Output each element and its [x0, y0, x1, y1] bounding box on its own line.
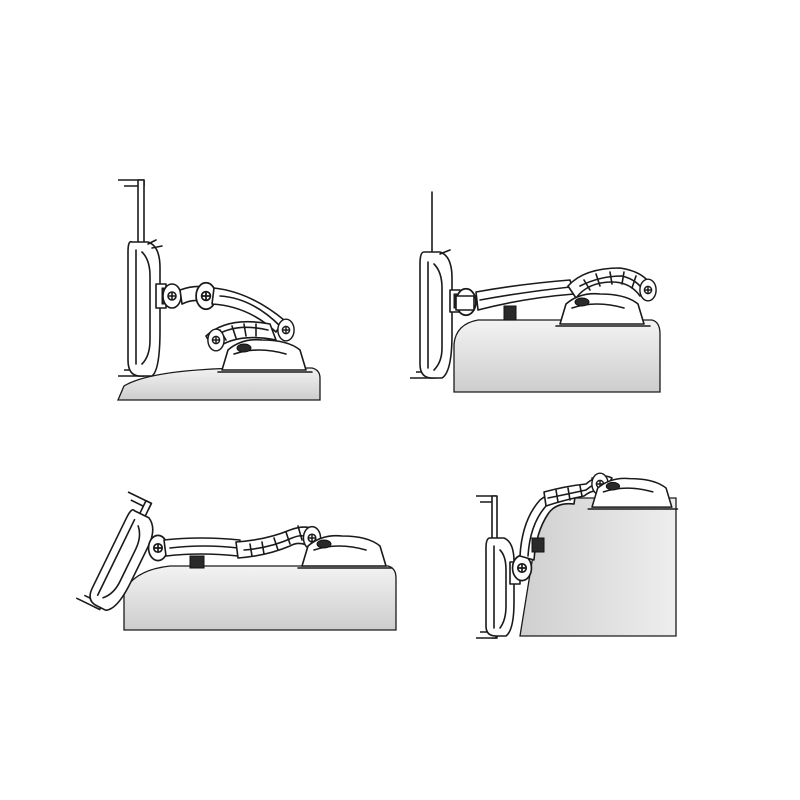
- panel-tablet-mount-inverted-side: [476, 472, 679, 639]
- panel-tablet-mount-tilted: [75, 491, 397, 631]
- panel-tablet-mount-extended-arm: [410, 191, 661, 393]
- panel-tablet-mount-low-arm: [117, 179, 321, 401]
